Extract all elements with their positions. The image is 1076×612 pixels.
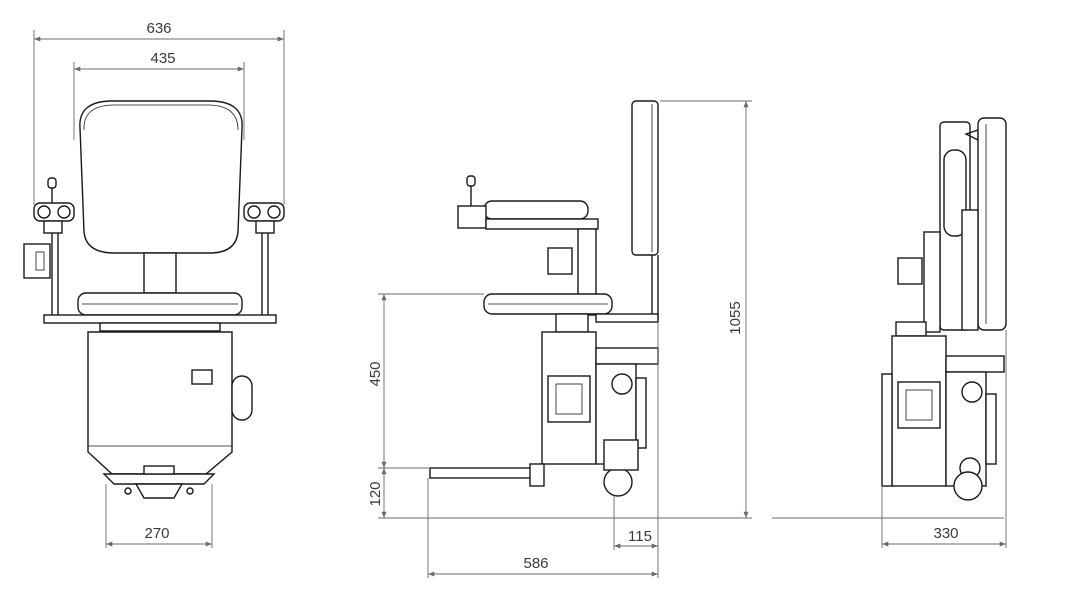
dim-label-636: 636 [146, 20, 171, 37]
folded-wheel [953, 471, 983, 501]
dim-label-330: 330 [933, 525, 958, 542]
front-motor-cap [231, 375, 253, 421]
side-rail-top [595, 347, 659, 365]
front-swivel [99, 322, 221, 332]
side-seat-plate [595, 313, 659, 323]
dim-label-450: 450 [367, 361, 384, 386]
folded-arm-post [923, 231, 941, 333]
folded-footrest [881, 373, 893, 487]
front-backrest [79, 100, 243, 254]
front-carriage [87, 331, 233, 475]
folded-motor-cover [897, 381, 941, 429]
side-dimensions: 1055 450 120 586 115 [367, 100, 752, 578]
side-control-box [547, 247, 573, 275]
front-control-box [23, 243, 51, 279]
front-seat-plate [43, 314, 277, 324]
side-backrest [631, 100, 659, 256]
folded-dimensions: 330 [772, 330, 1007, 548]
dim-label-586: 586 [523, 555, 548, 572]
dim-label-1055: 1055 [727, 301, 744, 334]
side-motor-cover [547, 375, 591, 423]
side-joystick-box [457, 205, 487, 229]
front-dimensions: 636 435 270 [33, 20, 285, 548]
folded-seat [943, 149, 967, 237]
side-view [429, 100, 659, 497]
front-view [23, 100, 285, 499]
dim-label-435: 435 [150, 50, 175, 67]
side-armrest [483, 200, 589, 220]
dim-label-115: 115 [628, 528, 652, 545]
front-footrest [102, 473, 216, 485]
side-arm-bar [485, 218, 599, 230]
side-footrest [429, 467, 543, 479]
folded-rail-top [945, 355, 1005, 373]
folded-view [881, 117, 1007, 501]
folded-backrest [977, 117, 1007, 331]
dim-label-270: 270 [144, 525, 169, 542]
side-wheel [603, 467, 633, 497]
folded-control-box [897, 257, 923, 285]
dim-label-120: 120 [367, 481, 384, 506]
front-indicator [191, 369, 213, 385]
front-back-post [143, 252, 177, 294]
front-backrest-edge [83, 104, 239, 131]
